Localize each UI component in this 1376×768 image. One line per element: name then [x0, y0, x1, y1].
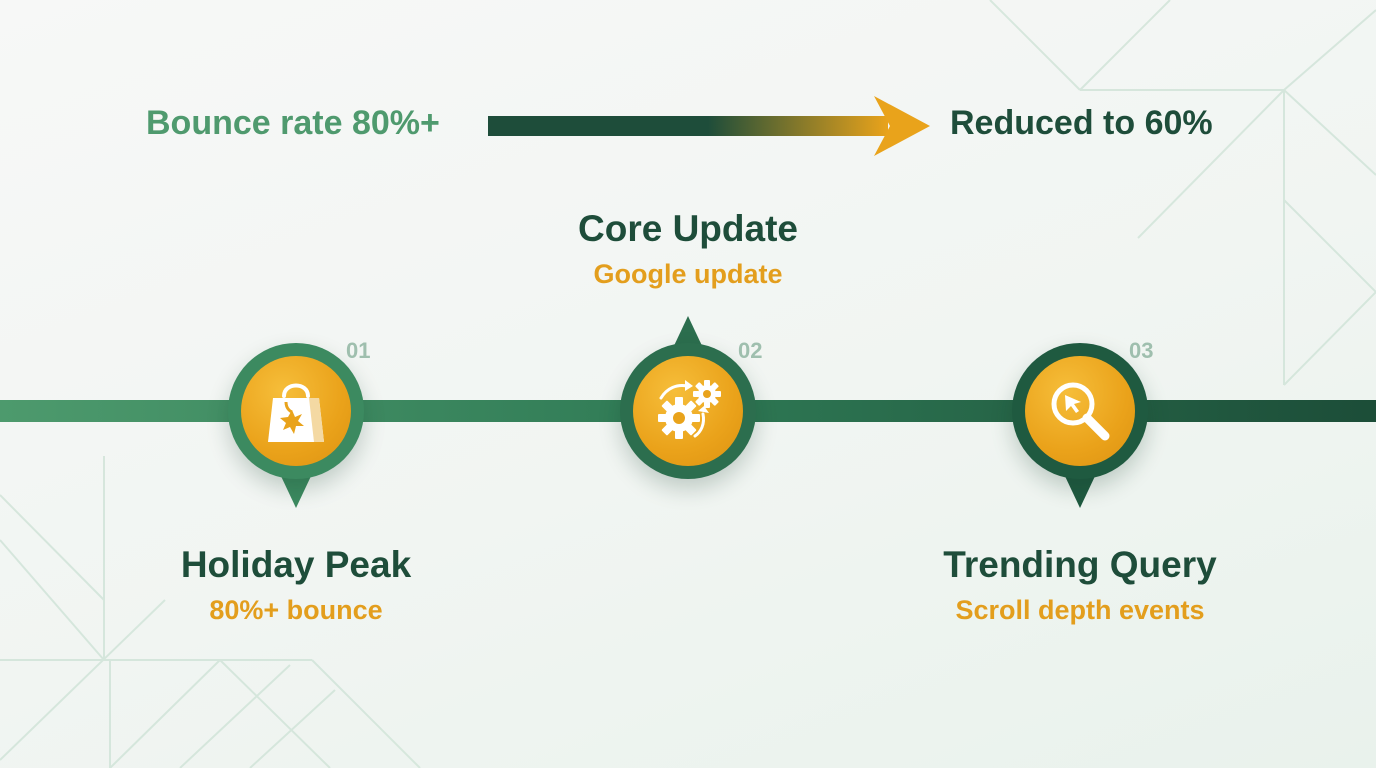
bounce-rate-after-label: Reduced to 60%: [950, 104, 1213, 142]
milestone-1-subtitle: 80%+ bounce: [209, 595, 383, 625]
progress-arrow-icon: [488, 96, 930, 156]
shopping-bag-icon: [268, 383, 324, 442]
milestone-1-pointer: [280, 474, 312, 508]
milestone-2-title: Core Update: [578, 208, 798, 249]
milestone-2-number: 02: [738, 338, 763, 363]
milestone-1-number: 01: [346, 338, 371, 363]
milestone-3-title: Trending Query: [943, 544, 1217, 585]
milestone-1-title: Holiday Peak: [180, 544, 412, 585]
milestone-1-marker: [228, 343, 364, 479]
milestone-2-subtitle: Google update: [593, 259, 783, 289]
milestone-2-marker: [620, 343, 756, 479]
milestone-3-number: 03: [1129, 338, 1154, 363]
magnifier-cursor-icon: [1051, 382, 1110, 441]
bounce-rate-before-label: Bounce rate 80%+: [146, 104, 440, 142]
milestone-3-pointer: [1064, 474, 1096, 508]
milestone-3-marker: [1012, 343, 1148, 479]
milestone-3-subtitle: Scroll depth events: [955, 595, 1205, 625]
gears-icon: [658, 380, 721, 439]
